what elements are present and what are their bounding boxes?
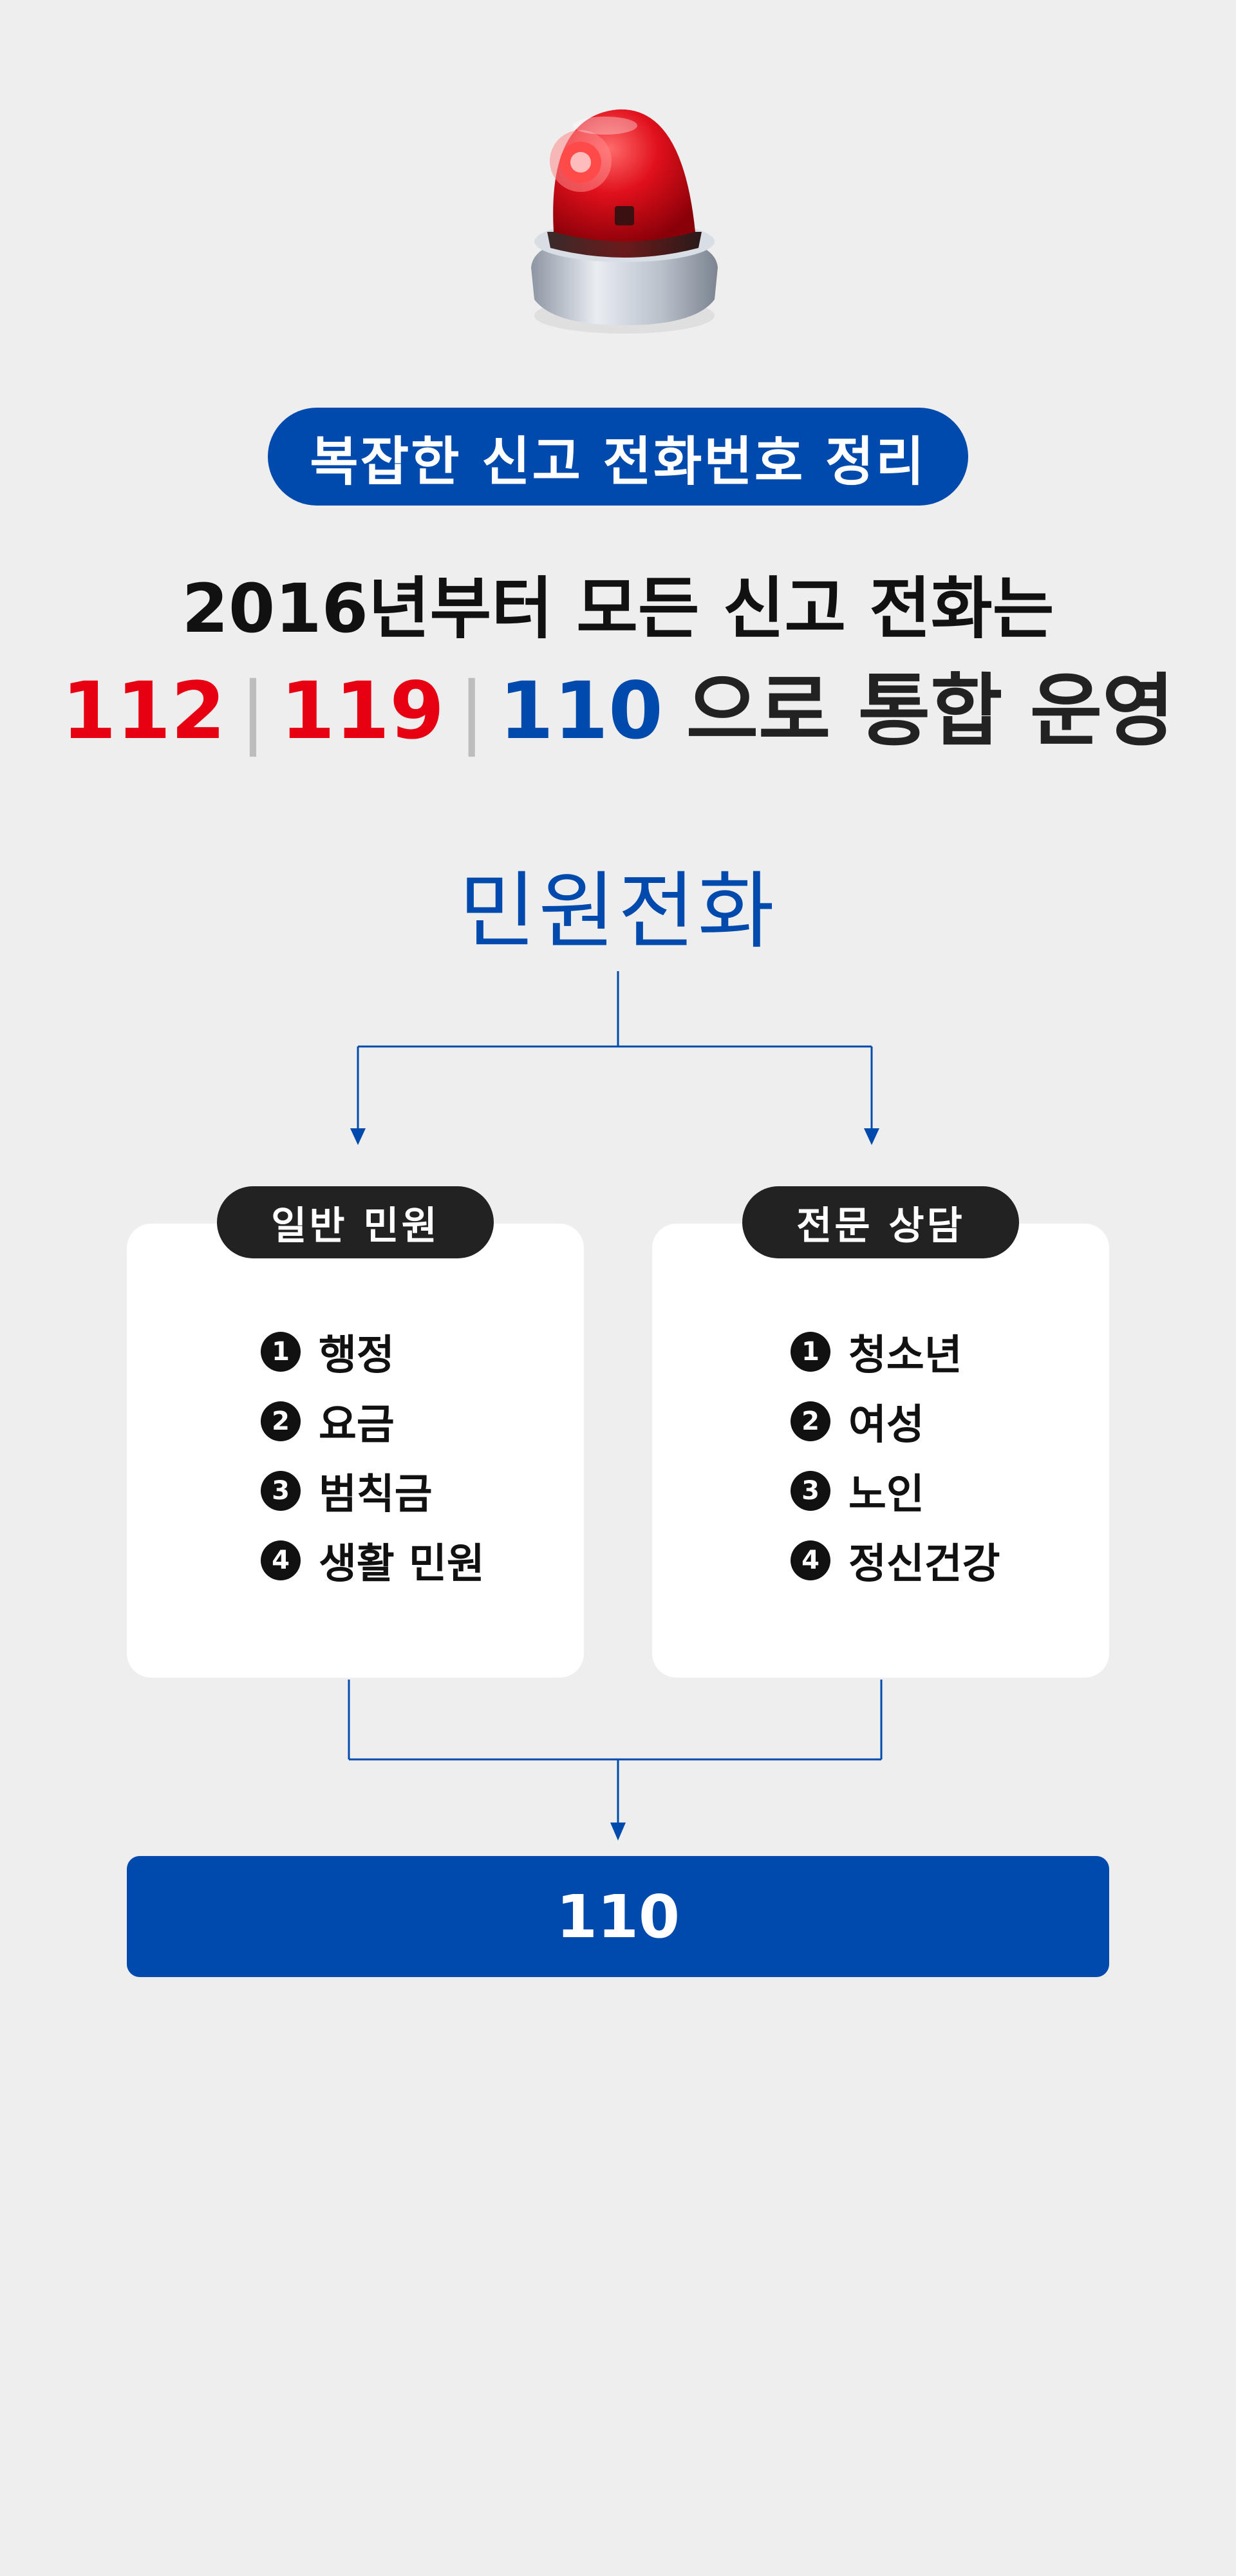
list-item: 1 청소년 bbox=[791, 1317, 1000, 1387]
diagram-root-label: 민원전화 bbox=[458, 862, 778, 960]
emergency-number-112: 112 bbox=[61, 665, 226, 757]
headline-suffix: 으로 통합 운영 bbox=[686, 665, 1175, 757]
number-badge: 1 bbox=[791, 1332, 830, 1372]
list-item: 2 여성 bbox=[791, 1387, 1000, 1456]
list-item: 4 정신건강 bbox=[791, 1526, 1000, 1595]
number-badge: 2 bbox=[791, 1401, 830, 1441]
list-item: 3 범칙금 bbox=[261, 1456, 485, 1526]
list-item-label: 노인 bbox=[848, 1471, 924, 1519]
separator: | bbox=[458, 665, 485, 757]
list-item-label: 생활 민원 bbox=[319, 1540, 485, 1588]
headline-line-1: 2016년부터 모든 신고 전화는 bbox=[182, 569, 1054, 648]
number-badge: 4 bbox=[261, 1540, 301, 1580]
general-complaint-tag: 일반 민원 bbox=[217, 1186, 494, 1258]
list-item-label: 여성 bbox=[848, 1401, 924, 1449]
list-item: 1 행정 bbox=[261, 1317, 485, 1387]
list-item-label: 정신건강 bbox=[848, 1540, 1000, 1588]
expert-counseling-tag: 전문 상담 bbox=[742, 1186, 1019, 1258]
number-badge: 1 bbox=[261, 1332, 301, 1372]
list-item: 2 요금 bbox=[261, 1387, 485, 1456]
emergency-number-119: 119 bbox=[280, 665, 445, 757]
section-title-pill: 복잡한 신고 전화번호 정리 bbox=[268, 408, 968, 506]
complaint-number-110: 110 bbox=[499, 665, 663, 757]
number-badge: 3 bbox=[261, 1471, 301, 1511]
list-item-label: 행정 bbox=[319, 1332, 395, 1379]
list-item: 4 생활 민원 bbox=[261, 1526, 485, 1595]
general-complaint-list: 1 행정 2 요금 3 범칙금 4 생활 민원 bbox=[261, 1317, 485, 1595]
number-badge: 2 bbox=[261, 1401, 301, 1441]
result-number-box: 110 bbox=[127, 1856, 1109, 1977]
expert-counseling-card bbox=[652, 1224, 1109, 1678]
number-badge: 4 bbox=[791, 1540, 830, 1580]
separator: | bbox=[239, 665, 267, 757]
list-item-label: 청소년 bbox=[848, 1332, 962, 1379]
list-item-label: 요금 bbox=[319, 1401, 395, 1449]
siren-icon bbox=[531, 109, 718, 334]
expert-counseling-list: 1 청소년 2 여성 3 노인 4 정신건강 bbox=[791, 1317, 1000, 1595]
list-item-label: 범칙금 bbox=[319, 1471, 433, 1519]
general-complaint-card bbox=[127, 1224, 584, 1678]
list-item: 3 노인 bbox=[791, 1456, 1000, 1526]
number-badge: 3 bbox=[791, 1471, 830, 1511]
